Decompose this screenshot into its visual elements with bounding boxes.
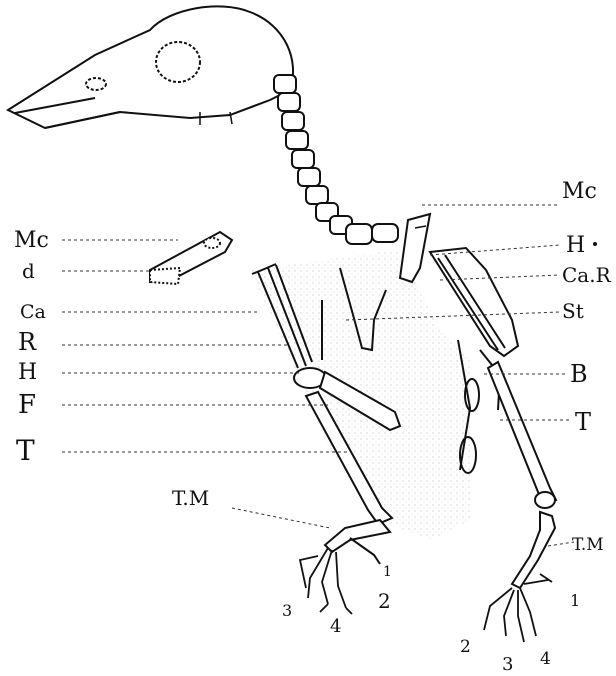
toe-label-left-2: 2 — [378, 589, 391, 613]
label-b: B — [570, 360, 588, 388]
toe-label-left-4: 4 — [330, 616, 341, 637]
toe-label-right-1: 1 — [570, 591, 580, 610]
label-mc-right: Mc — [562, 179, 597, 204]
label-r: R — [18, 328, 37, 356]
label-h-left: H — [18, 360, 37, 385]
label-car: Ca.R — [562, 263, 612, 287]
label-st: St — [562, 299, 584, 323]
label-ca: Ca — [20, 301, 46, 323]
label-tm-left: T.M — [172, 486, 209, 510]
label-t-left: T — [16, 434, 35, 467]
label-mc-left: Mc — [14, 228, 49, 253]
toe-label-left-1: 1 — [383, 564, 392, 580]
left-foot — [300, 548, 352, 614]
toe-label-right-4: 4 — [540, 649, 551, 669]
toe-label-right-2: 2 — [460, 637, 471, 657]
right-leg — [488, 362, 556, 588]
label-d: d — [22, 259, 35, 283]
neck-vertebrae — [274, 75, 398, 244]
label-t-right: T — [575, 408, 591, 436]
label-f: F — [18, 390, 36, 420]
left-wing-hand — [150, 232, 232, 284]
toe-label-left-3: 3 — [282, 601, 292, 620]
skull — [8, 6, 293, 128]
label-dot — [593, 242, 597, 246]
label-tm-right: T.M — [572, 535, 604, 555]
toe-label-right-3: 3 — [502, 654, 513, 675]
label-h-right: H — [566, 233, 585, 258]
